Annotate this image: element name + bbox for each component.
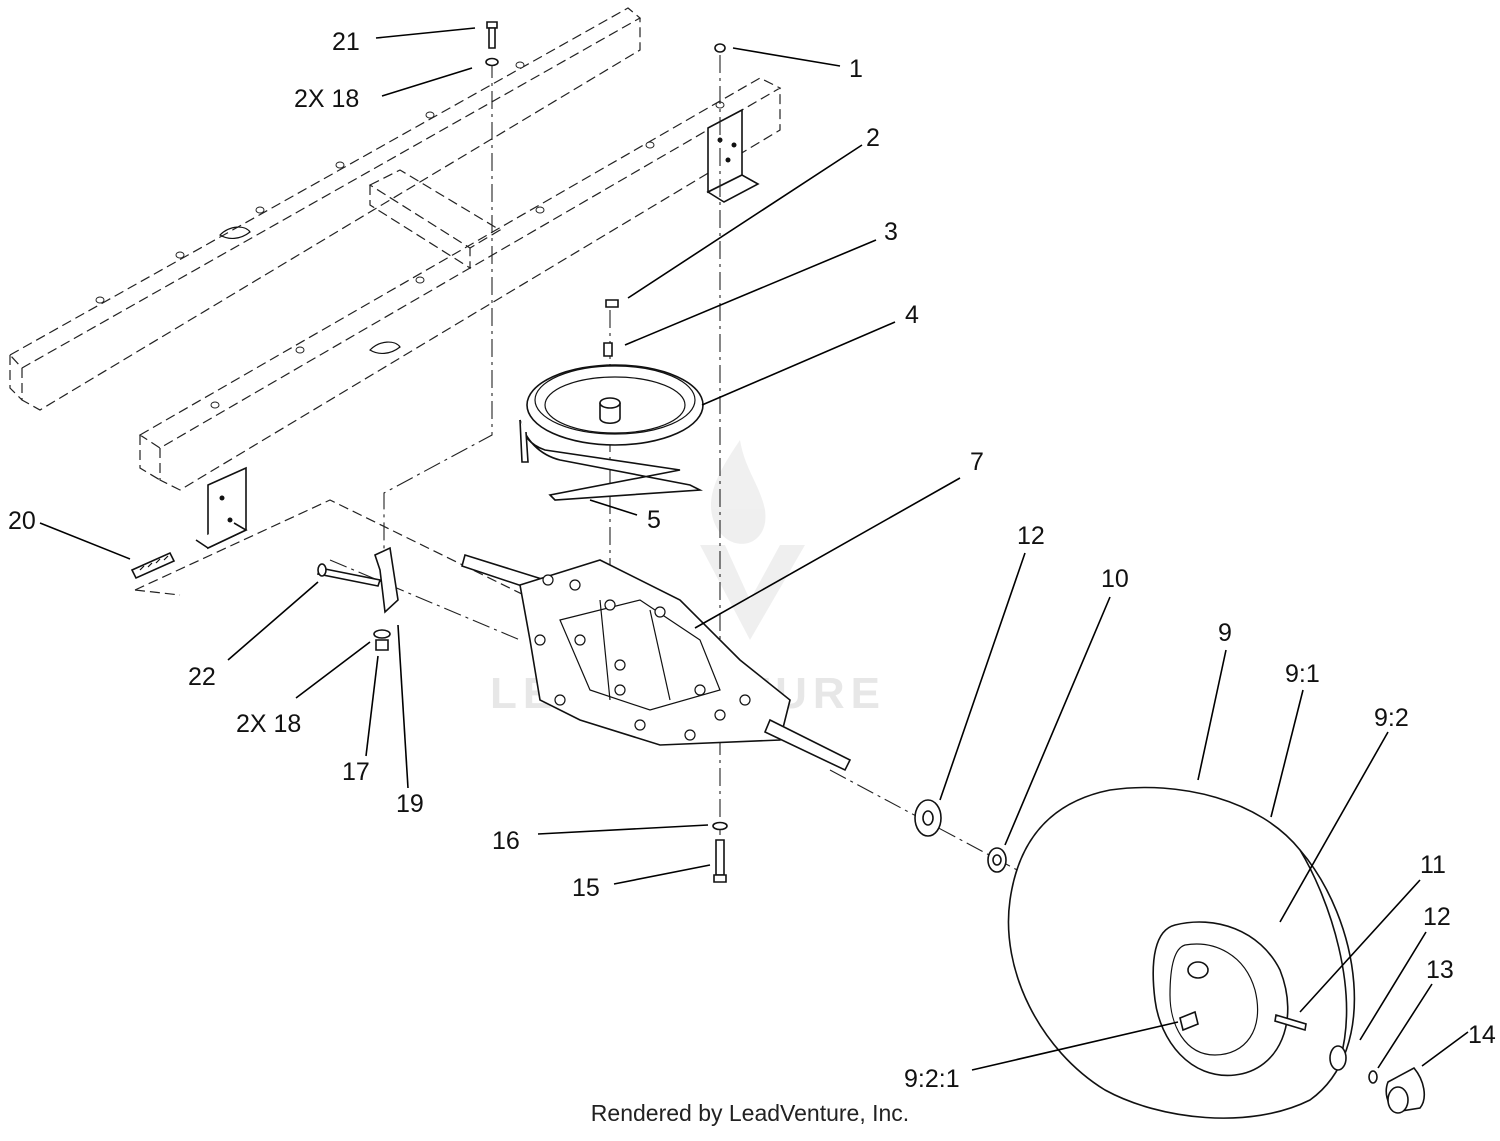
callout-14: 14 bbox=[1468, 1021, 1496, 1049]
washer-10 bbox=[987, 847, 1007, 873]
chassis-frame bbox=[9, 7, 782, 621]
callout-10: 10 bbox=[1101, 565, 1129, 593]
callout-9: 9 bbox=[1218, 619, 1232, 647]
callout-2: 2 bbox=[866, 124, 880, 152]
tire-and-wheel bbox=[1007, 786, 1356, 1119]
bracket-19 bbox=[374, 546, 399, 614]
callout-15: 15 bbox=[572, 874, 600, 902]
callout-5: 5 bbox=[647, 506, 661, 534]
nut-1 bbox=[714, 43, 726, 53]
bolt-21 bbox=[485, 21, 499, 67]
ring-13 bbox=[1368, 1070, 1378, 1084]
cap-14 bbox=[1385, 1066, 1426, 1114]
callout-9-2-1: 9:2:1 bbox=[904, 1065, 960, 1093]
callout-13: 13 bbox=[1426, 956, 1454, 984]
pulley bbox=[526, 364, 704, 446]
callout-17: 17 bbox=[342, 758, 370, 786]
callout-22: 22 bbox=[188, 663, 216, 691]
callout-4: 4 bbox=[905, 301, 919, 329]
callout-19: 19 bbox=[396, 790, 424, 818]
callout-11: 11 bbox=[1420, 851, 1446, 879]
callout-1: 1 bbox=[849, 55, 863, 83]
key-11 bbox=[1274, 1013, 1307, 1032]
bolt-22 bbox=[316, 563, 382, 587]
callout-9-2: 9:2 bbox=[1374, 704, 1409, 732]
mounting-bracket-right bbox=[706, 108, 760, 203]
callout-labels: 1 2 3 4 5 7 9 9:1 9:2 9:2:1 10 11 12 12 … bbox=[8, 28, 1496, 1093]
mounting-bracket-left bbox=[195, 466, 248, 550]
transaxle bbox=[461, 553, 852, 772]
washer-and-nut-17-18 bbox=[373, 629, 391, 651]
callout-12-upper: 12 bbox=[1017, 522, 1045, 550]
callout-3: 3 bbox=[884, 218, 898, 246]
callout-12-lower: 12 bbox=[1423, 903, 1451, 931]
callout-20: 20 bbox=[8, 507, 36, 535]
callout-21: 21 bbox=[332, 28, 360, 56]
callout-9-1: 9:1 bbox=[1285, 660, 1320, 688]
callout-7: 7 bbox=[970, 448, 984, 476]
washer-12 bbox=[1329, 1045, 1347, 1071]
leader-lines bbox=[39, 27, 1469, 1071]
bolt-15-washer-16 bbox=[712, 821, 728, 883]
footer-credit: Rendered by LeadVenture, Inc. bbox=[590, 1100, 910, 1126]
callout-18-upper: 2X 18 bbox=[294, 85, 359, 113]
spring-20 bbox=[130, 551, 176, 580]
spacer-12 bbox=[914, 799, 942, 837]
drive-belt bbox=[519, 419, 703, 501]
key-and-nut bbox=[603, 299, 619, 357]
callout-16: 16 bbox=[492, 827, 520, 855]
callout-18-lower: 2X 18 bbox=[236, 710, 301, 738]
